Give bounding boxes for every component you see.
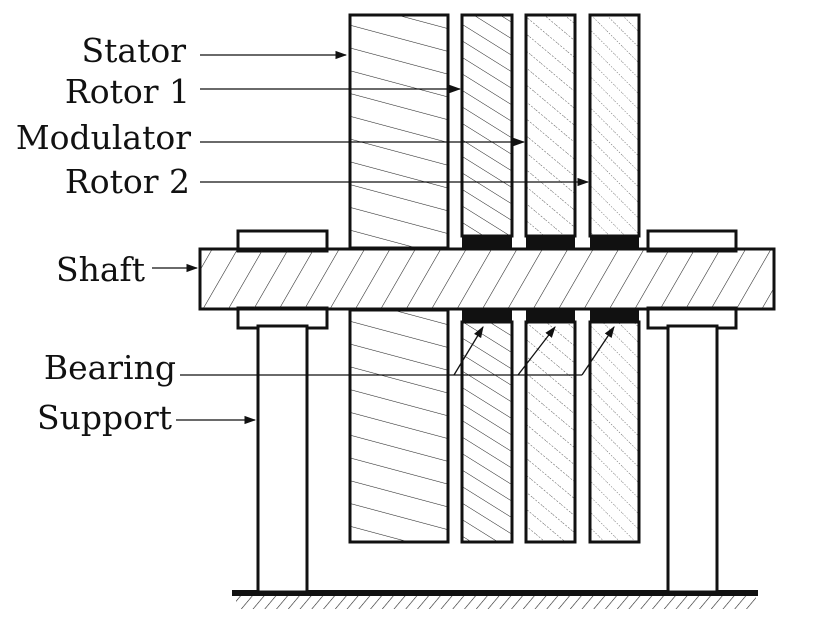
ground-hatch [236,595,756,609]
right-support [646,229,738,594]
rotor2-block [588,13,641,544]
stator-block [348,13,450,544]
bearings [462,236,639,322]
bearing-arrow-3 [581,326,615,376]
label-stator: Stator [82,31,187,70]
shaft-block [198,247,776,311]
bearing-mod-top [526,236,575,250]
label-modulator: Modulator [16,118,191,157]
bearing-arrow-1 [453,325,484,376]
bearing-rotor1-top [462,236,512,250]
bearing-rotor2-bottom [590,308,639,322]
label-support: Support [37,398,172,437]
leader-lines [152,50,615,425]
bearing-arrow-2 [517,326,556,376]
bearing-rotor1-bottom [462,308,512,322]
left-support [236,229,329,594]
bearing-mod-bottom [526,308,575,322]
rotor1-block [460,13,514,544]
label-shaft: Shaft [56,250,145,289]
bearing-rotor2-top [590,236,639,250]
modulator-block [524,13,577,544]
label-bearing: Bearing [44,348,176,387]
label-rotor2: Rotor 2 [65,162,190,201]
label-rotor1: Rotor 1 [65,72,190,111]
